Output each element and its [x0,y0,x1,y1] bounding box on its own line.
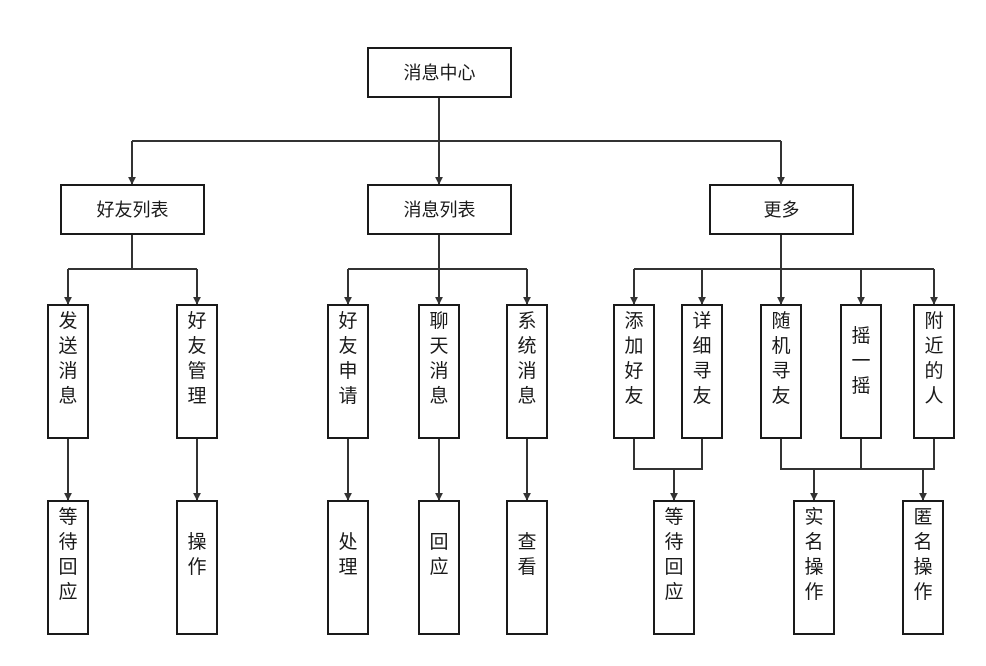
node-label: 发送消息 [58,310,77,407]
edge-add-friend-down [633,438,703,470]
node-label: 消息列表 [404,200,476,221]
node-real-name-operate: 实名操作 [793,500,835,635]
edge-random-down [780,438,935,470]
node-label: 好友列表 [97,200,169,221]
node-label: 附近的人 [924,310,943,407]
node-label: 消息中心 [404,63,476,84]
node-add-friend: 添加好友 [613,304,655,439]
node-handle: 处理 [327,500,369,635]
node-nearby-people: 附近的人 [913,304,955,439]
node-label: 查看 [517,531,536,578]
node-message-list: 消息列表 [367,184,512,235]
node-label: 好友申请 [338,310,357,407]
node-label: 等待回应 [58,506,77,603]
node-label: 回应 [429,531,448,578]
node-send-message: 发送消息 [47,304,89,439]
node-root: 消息中心 [367,47,512,98]
node-view: 查看 [506,500,548,635]
node-label: 匿名操作 [913,506,932,603]
node-label: 等待回应 [664,506,683,603]
node-reply: 回应 [418,500,460,635]
node-friend-list: 好友列表 [60,184,205,235]
node-label: 摇一摇 [851,325,870,397]
node-shake: 摇一摇 [840,304,882,439]
node-anonymous-operate: 匿名操作 [902,500,944,635]
node-more: 更多 [709,184,854,235]
nodes: 消息中心 好友列表 消息列表 更多 发送消息 好友管理 好友申请 [47,47,955,635]
node-label: 处理 [338,531,357,578]
node-detail-find-friend: 详细寻友 [681,304,723,439]
node-friend-request: 好友申请 [327,304,369,439]
node-label: 更多 [764,200,800,221]
node-random-find-friend: 随机寻友 [760,304,802,439]
node-wait-reply-2: 等待回应 [653,500,695,635]
node-label: 聊天消息 [429,310,448,407]
node-operate: 操作 [176,500,218,635]
node-friend-manage: 好友管理 [176,304,218,439]
node-label: 详细寻友 [692,310,711,407]
node-wait-reply-1: 等待回应 [47,500,89,635]
node-label: 添加好友 [624,310,643,407]
node-label: 系统消息 [517,310,536,407]
node-label: 操作 [187,531,206,578]
node-system-message: 系统消息 [506,304,548,439]
node-chat-message: 聊天消息 [418,304,460,439]
node-label: 实名操作 [804,506,823,603]
node-label: 随机寻友 [771,310,790,407]
node-label: 好友管理 [187,310,206,407]
edges [64,97,938,501]
